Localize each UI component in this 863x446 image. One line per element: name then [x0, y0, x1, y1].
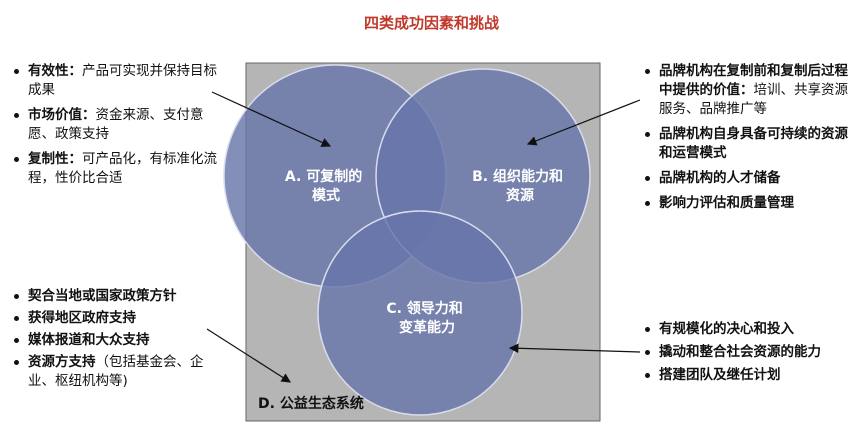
list-item: 撬动和整合社会资源的能力 [645, 343, 857, 362]
arrow-bottom-left [206, 328, 292, 383]
list-item: 搭建团队及继任计划 [645, 366, 857, 385]
bottom-left-factors: 契合当地或国家政策方针 获得地区政府支持 媒体报道和大众支持 资源方支持（包括基… [14, 287, 226, 394]
circle-b-label: B. 组织能力和 资源 [472, 168, 568, 204]
list-item: 有规模化的决心和投入 [645, 320, 857, 339]
list-item: 品牌机构自身具备可持续的资源和运营模式 [645, 125, 857, 163]
arrow-bottom-right [508, 343, 641, 354]
list-item: 资源方支持（包括基金会、企业、枢纽机构等) [14, 353, 226, 391]
arrow-top-right [526, 99, 641, 146]
list-item: 影响力评估和质量管理 [645, 194, 857, 213]
list-item: 媒体报道和大众支持 [14, 331, 226, 350]
list-item: 复制性：可产品化，有标准化流程，性价比合适 [14, 150, 222, 188]
list-item: 有效性：产品可实现并保持目标成果 [14, 62, 222, 100]
list-item: 获得地区政府支持 [14, 309, 226, 328]
top-left-factors: 有效性：产品可实现并保持目标成果 市场价值：资金来源、支付意愿、政策支持 复制性… [14, 62, 222, 194]
circle-a-label: A. 可复制的 模式 [285, 168, 367, 204]
list-item: 市场价值：资金来源、支付意愿、政策支持 [14, 106, 222, 144]
top-right-factors: 品牌机构在复制前和复制后过程中提供的价值：培训、共享资源服务、品牌推广等 品牌机… [645, 62, 857, 219]
circle-c-label: C. 领导力和 变革能力 [386, 300, 467, 336]
ecosystem-label: D. 公益生态系统 [258, 395, 364, 412]
diagram-title: 四类成功因素和挑战 [363, 14, 499, 32]
arrow-top-left [211, 91, 332, 147]
bottom-right-factors: 有规模化的决心和投入 撬动和整合社会资源的能力 搭建团队及继任计划 [645, 320, 857, 389]
list-item: 品牌机构在复制前和复制后过程中提供的价值：培训、共享资源服务、品牌推广等 [645, 62, 857, 119]
list-item: 契合当地或国家政策方针 [14, 287, 226, 306]
circle-c [317, 210, 523, 416]
list-item: 品牌机构的人才储备 [645, 169, 857, 188]
